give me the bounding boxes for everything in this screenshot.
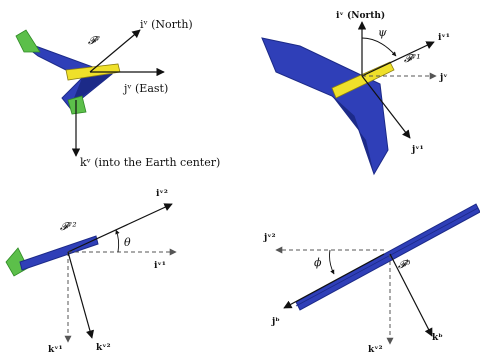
wing-underside <box>70 74 112 108</box>
aircraft-illustration <box>15 29 121 115</box>
fuselage <box>19 235 99 271</box>
fuselage <box>331 61 395 99</box>
label-j-v2: jᵛ² <box>263 233 276 243</box>
frame-label: 𝓕ᵛ¹ <box>404 52 421 65</box>
label-k-v2: kᵛ² <box>368 345 383 355</box>
label-i-v1: iᵛ¹ <box>154 261 166 271</box>
label-k-v1: kᵛ¹ <box>48 345 63 355</box>
aircraft-illustration <box>295 203 480 311</box>
label-j-b: jᵇ <box>271 317 280 327</box>
label-theta: θ <box>124 236 131 249</box>
label-j-v1: jᵛ¹ <box>411 145 424 155</box>
aircraft-illustration <box>5 235 99 277</box>
label-psi: ψ <box>378 26 387 39</box>
angle-arc-theta <box>115 229 120 253</box>
label-i-v: iᵛ (North) <box>336 10 385 21</box>
aircraft-illustration <box>261 37 395 176</box>
axis-i-v2 <box>67 203 173 253</box>
frame-label: 𝓕ᵇ <box>398 258 411 271</box>
axis-k-b <box>389 253 433 337</box>
axis-j-b <box>283 253 385 309</box>
panel-body-frame: jᵛ² jᵇ kᵛ² kᵇ ϕ 𝓕ᵇ <box>263 203 480 355</box>
label-phi: ϕ <box>314 256 322 269</box>
axis-k-v2 <box>67 251 95 339</box>
angle-arc-psi <box>361 37 397 57</box>
label-j-v: jᵛ <box>439 73 448 83</box>
angle-arc-phi <box>329 249 335 275</box>
frame-label: 𝓕ᵛ² <box>60 220 77 233</box>
label-k-v: kᵛ (into the Earth center) <box>80 156 220 169</box>
wing-edge <box>295 207 479 307</box>
axis-i-v1 <box>361 41 435 77</box>
label-k-v2: kᵛ² <box>96 343 111 353</box>
panel-vehicle1-frame: iᵛ (North) iᵛ¹ jᵛ jᵛ¹ ψ 𝓕ᵛ¹ <box>261 10 450 176</box>
panel-vehicle-frame: iᵛ (North) jᵛ (East) kᵛ (into the Earth … <box>15 18 220 169</box>
axis-i-v <box>89 29 141 73</box>
label-i-v: iᵛ (North) <box>140 18 193 31</box>
label-j-v: jᵛ (East) <box>122 82 168 95</box>
panel-vehicle2-frame: iᵛ² iᵛ¹ kᵛ¹ kᵛ² θ 𝓕ᵛ² <box>5 189 177 355</box>
label-k-b: kᵇ <box>432 333 443 343</box>
wing <box>295 203 480 311</box>
label-i-v1: iᵛ¹ <box>438 33 450 43</box>
frame-label: 𝓕ᵛ <box>88 34 100 47</box>
tail-bottom <box>67 95 87 115</box>
axis-j-v1 <box>361 75 411 139</box>
label-i-v2: iᵛ² <box>156 189 168 199</box>
tail-top <box>15 29 41 53</box>
